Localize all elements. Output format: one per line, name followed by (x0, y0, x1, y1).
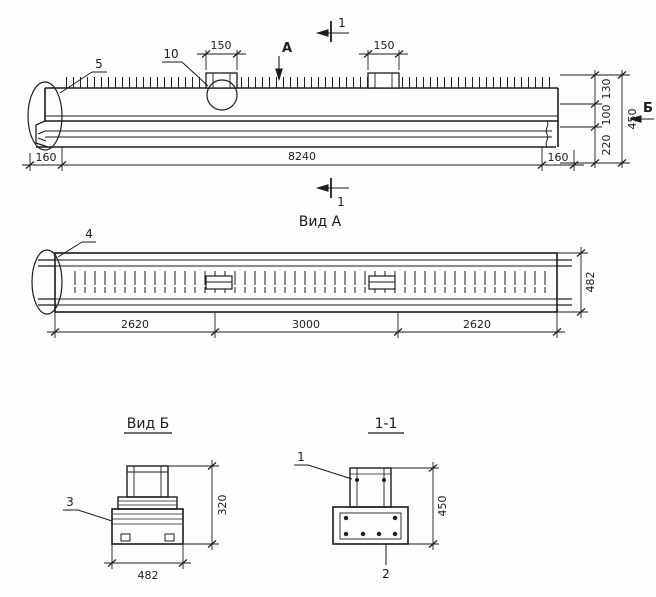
dim-right-chain (560, 70, 630, 168)
top-block-right (367, 72, 400, 89)
dim-label-320: 320 (216, 495, 229, 516)
end-view: Вид Б 3 320 (63, 416, 229, 582)
dim-label-482-end: 482 (138, 569, 159, 582)
section-cut-bottom-label: 1 (337, 195, 345, 209)
dim-label-2620-left: 2620 (121, 318, 149, 331)
callout-2-label: 2 (382, 567, 390, 581)
plan-view: Вид А 4 (31, 214, 597, 338)
callout-10-label: 10 (163, 47, 178, 61)
dim-label-8240: 8240 (288, 150, 316, 163)
view-b-arrow-label: Б (643, 101, 653, 116)
dim-label-3000: 3000 (292, 318, 320, 331)
plan-view-title: Вид А (299, 214, 342, 230)
callout-1-label: 1 (297, 450, 305, 464)
callout-3-label: 3 (66, 495, 74, 509)
detail-ellipse-4 (31, 249, 63, 315)
dim-label-block-right: 150 (374, 39, 395, 52)
detail-circle-10 (206, 79, 238, 111)
plan-block-right (368, 275, 396, 290)
callout-5-leader (59, 71, 93, 94)
dim-plan-bottom (47, 312, 565, 338)
dim-label-2620-right: 2620 (463, 318, 491, 331)
elevation-view: 1 1 А Б (22, 16, 654, 209)
dim-label-100: 100 (600, 105, 613, 126)
section-cut-top-label: 1 (338, 16, 346, 30)
dim-label-160-right: 160 (548, 151, 569, 164)
dim-end-width (104, 544, 191, 569)
end-view-title: Вид Б (127, 416, 169, 432)
callout-1-leader (307, 464, 353, 480)
dim-label-482-plan: 482 (584, 272, 597, 293)
dim-label-130: 130 (600, 79, 613, 100)
detail-ellipse-5 (27, 81, 63, 151)
dim-elevation-bottom (22, 147, 584, 171)
view-a-arrow-label: А (282, 41, 292, 56)
callout-5-label: 5 (95, 57, 103, 71)
dim-label-450-section: 450 (436, 496, 449, 517)
section-cut-top (315, 21, 349, 42)
plan-outline (38, 252, 572, 313)
beam-outline (35, 77, 559, 148)
dim-label-block-left: 150 (211, 39, 232, 52)
section-view: 1-1 1 2 (294, 416, 449, 581)
section-cut-bottom (315, 178, 349, 198)
dim-label-450-total: 450 (626, 109, 639, 130)
dim-label-220: 220 (600, 135, 613, 156)
section-body (332, 467, 409, 545)
dim-label-160-left: 160 (36, 151, 57, 164)
top-hatch (60, 77, 552, 88)
left-end-hook (35, 120, 49, 148)
callout-3-leader (77, 509, 113, 522)
callout-4-label: 4 (85, 227, 93, 241)
dim-end-height (168, 460, 219, 550)
plan-hatch (66, 271, 546, 293)
plan-block-left (205, 275, 233, 290)
break-line (545, 120, 549, 148)
section-view-title: 1-1 (375, 416, 398, 432)
dim-block-right (359, 49, 408, 70)
end-view-body (111, 465, 184, 545)
dim-section-height (391, 462, 439, 550)
callout-4-leader (57, 241, 83, 258)
dim-block-left (197, 49, 246, 70)
callout-10-leader (181, 61, 209, 87)
dim-plan-width (557, 247, 588, 318)
